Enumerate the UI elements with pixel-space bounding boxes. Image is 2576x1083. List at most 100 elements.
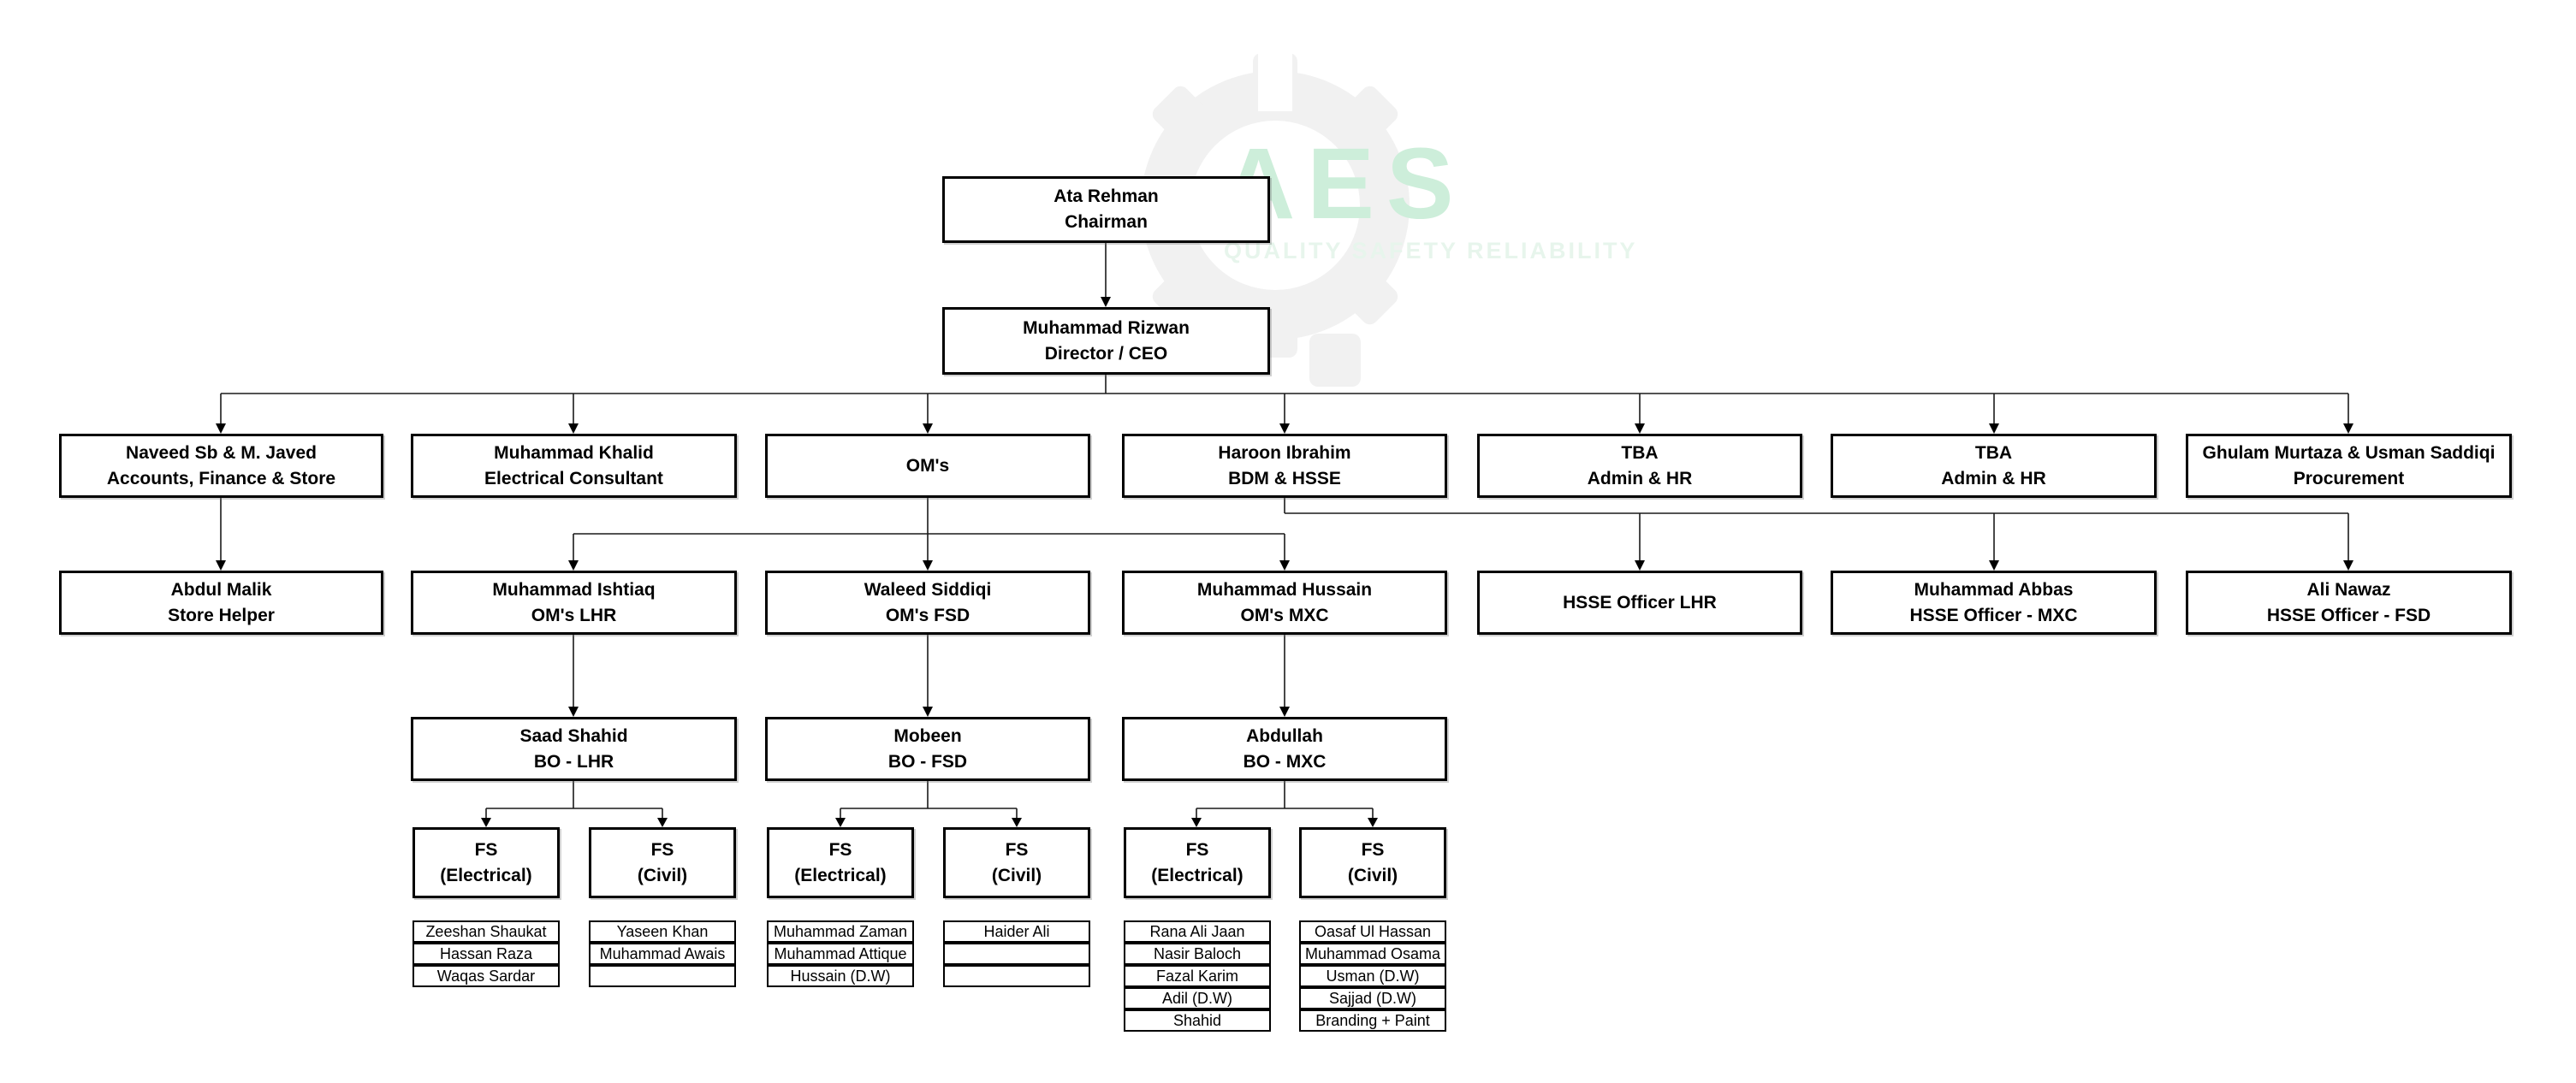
person-role: (Civil)	[637, 865, 688, 885]
org-node-om-fsd: Waleed Siddiqi OM's FSD	[765, 571, 1090, 635]
person-role: Electrical Consultant	[484, 468, 663, 488]
person-name: Abdullah	[1246, 725, 1323, 746]
team-list-mxc-electrical: Rana Ali Jaan Nasir Baloch Fazal Karim A…	[1124, 920, 1271, 1032]
person-name: TBA	[1621, 442, 1659, 463]
person-name: Waleed Siddiqi	[864, 579, 992, 600]
org-node-bo-lhr: Saad Shahid BO - LHR	[411, 717, 737, 781]
org-node-procurement: Ghulam Murtaza & Usman Saddiqi Procureme…	[2186, 434, 2512, 498]
org-node-admin-hr-1: TBA Admin & HR	[1477, 434, 1802, 498]
team-member: Fazal Karim	[1124, 965, 1271, 987]
org-node-hsse-officer-fsd: Ali Nawaz HSSE Officer - FSD	[2186, 571, 2512, 635]
person-role: Admin & HR	[1941, 468, 2046, 488]
person-role: OM's LHR	[531, 605, 617, 625]
person-role: Procurement	[2293, 468, 2405, 488]
org-node-store-helper: Abdul Malik Store Helper	[59, 571, 383, 635]
org-node-fs-lhr-electrical: FS (Electrical)	[413, 827, 560, 898]
person-name: TBA	[1974, 442, 2013, 463]
person-name: Mobeen	[893, 725, 962, 746]
person-role: BO - FSD	[887, 751, 968, 772]
team-member: Oasaf Ul Hassan	[1299, 920, 1446, 943]
person-role: Director / CEO	[1044, 343, 1168, 364]
team-member: Zeeshan Shaukat	[413, 920, 560, 943]
team-member: Adil (D.W)	[1124, 987, 1271, 1009]
person-role: BO - LHR	[533, 751, 614, 772]
person-name: Muhammad Ishtiaq	[492, 579, 656, 600]
org-node-accounts: Naveed Sb & M. Javed Accounts, Finance &…	[59, 434, 383, 498]
team-member: Yaseen Khan	[589, 920, 736, 943]
team-member: Shahid	[1124, 1009, 1271, 1032]
person-name: FS	[474, 839, 498, 860]
org-node-fs-mxc-civil: FS (Civil)	[1299, 827, 1446, 898]
person-role: Store Helper	[168, 605, 275, 625]
person-name: Muhammad Khalid	[494, 442, 654, 463]
org-node-om-mxc: Muhammad Hussain OM's MXC	[1122, 571, 1447, 635]
team-list-fsd-electrical: Muhammad Zaman Muhammad Attique Hussain …	[767, 920, 914, 987]
team-member: Muhammad Awais	[589, 943, 736, 965]
person-role: (Electrical)	[440, 865, 532, 885]
team-member: Muhammad Attique	[767, 943, 914, 965]
person-name: Naveed Sb & M. Javed	[126, 442, 317, 463]
team-member	[589, 965, 736, 987]
org-node-admin-hr-2: TBA Admin & HR	[1831, 434, 2157, 498]
person-name: Saad Shahid	[519, 725, 628, 746]
org-node-fs-fsd-electrical: FS (Electrical)	[767, 827, 914, 898]
team-list-fsd-civil: Haider Ali	[943, 920, 1090, 987]
org-node-bdm-hsse: Haroon Ibrahim BDM & HSSE	[1122, 434, 1447, 498]
person-name: Muhammad Rizwan	[1023, 317, 1190, 338]
person-role: (Electrical)	[794, 865, 887, 885]
team-member: Branding + Paint	[1299, 1009, 1446, 1032]
person-name: OM's	[905, 455, 950, 476]
org-node-bo-fsd: Mobeen BO - FSD	[765, 717, 1090, 781]
team-list-lhr-civil: Yaseen Khan Muhammad Awais	[589, 920, 736, 987]
org-node-oms: OM's	[765, 434, 1090, 498]
org-node-electrical-consultant: Muhammad Khalid Electrical Consultant	[411, 434, 737, 498]
person-role: Accounts, Finance & Store	[106, 468, 336, 488]
org-node-hsse-officer-lhr: HSSE Officer LHR	[1477, 571, 1802, 635]
aes-logo-tagline: QUALITY SAFETY RELIABILITY	[1224, 238, 1638, 263]
person-role: (Civil)	[1347, 865, 1398, 885]
person-name: Haroon Ibrahim	[1218, 442, 1351, 463]
person-role: OM's MXC	[1240, 605, 1329, 625]
team-member: Waqas Sardar	[413, 965, 560, 987]
org-node-hsse-officer-mxc: Muhammad Abbas HSSE Officer - MXC	[1831, 571, 2157, 635]
person-role: HSSE Officer - MXC	[1909, 605, 2078, 625]
person-name: Ghulam Murtaza & Usman Saddiqi	[2202, 442, 2496, 463]
team-member: Usman (D.W)	[1299, 965, 1446, 987]
org-node-ceo: Muhammad Rizwan Director / CEO	[942, 307, 1270, 375]
team-member: Haider Ali	[943, 920, 1090, 943]
person-role: BO - MXC	[1243, 751, 1327, 772]
org-node-bo-mxc: Abdullah BO - MXC	[1122, 717, 1447, 781]
team-list-mxc-civil: Oasaf Ul Hassan Muhammad Osama Usman (D.…	[1299, 920, 1446, 1032]
person-name: Muhammad Hussain	[1196, 579, 1373, 600]
team-list-lhr-electrical: Zeeshan Shaukat Hassan Raza Waqas Sardar	[413, 920, 560, 987]
person-role: BDM & HSSE	[1228, 468, 1341, 488]
person-name: FS	[650, 839, 674, 860]
person-name: Ata Rehman	[1054, 186, 1159, 206]
person-name: FS	[1361, 839, 1385, 860]
org-node-fs-lhr-civil: FS (Civil)	[589, 827, 736, 898]
team-member	[943, 943, 1090, 965]
team-member: Hassan Raza	[413, 943, 560, 965]
person-name: Muhammad Abbas	[1914, 579, 2074, 600]
person-name: FS	[828, 839, 852, 860]
org-node-fs-mxc-electrical: FS (Electrical)	[1124, 827, 1271, 898]
person-name: HSSE Officer LHR	[1563, 592, 1717, 613]
person-role: OM's FSD	[885, 605, 970, 625]
team-member: Sajjad (D.W)	[1299, 987, 1446, 1009]
org-node-chairman: Ata Rehman Chairman	[942, 176, 1270, 243]
team-member: Hussain (D.W)	[767, 965, 914, 987]
person-role: Admin & HR	[1587, 468, 1693, 488]
org-node-om-lhr: Muhammad Ishtiaq OM's LHR	[411, 571, 737, 635]
person-name: Abdul Malik	[170, 579, 272, 600]
person-name: FS	[1005, 839, 1029, 860]
org-node-fs-fsd-civil: FS (Civil)	[943, 827, 1090, 898]
person-role: HSSE Officer - FSD	[2266, 605, 2431, 625]
team-member: Muhammad Osama	[1299, 943, 1446, 965]
team-member: Rana Ali Jaan	[1124, 920, 1271, 943]
team-member: Muhammad Zaman	[767, 920, 914, 943]
person-name: FS	[1185, 839, 1209, 860]
person-role: (Civil)	[991, 865, 1042, 885]
person-name: Ali Nawaz	[2306, 579, 2391, 600]
